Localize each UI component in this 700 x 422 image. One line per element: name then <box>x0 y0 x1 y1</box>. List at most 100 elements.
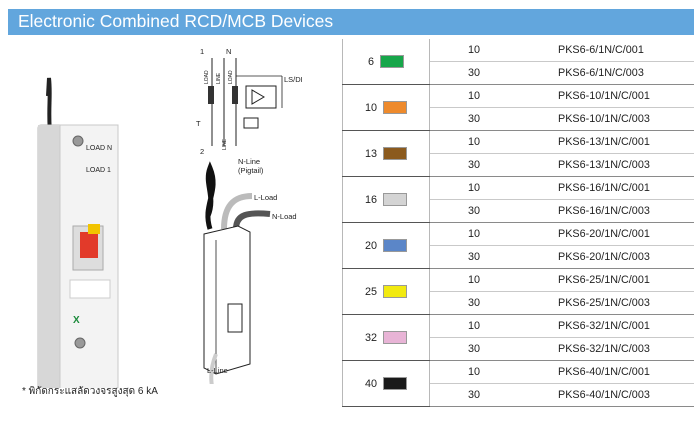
schematic-wire-line: LINE <box>216 72 222 84</box>
product-code-cell: PKS6-40/1N/C/001 <box>518 360 694 384</box>
sensitivity-cell: 30 <box>429 291 518 315</box>
circuit-schematic: 1 N LOAD LINE LOAD LS/DI T 2 LINE <box>196 47 303 156</box>
sensitivity-cell: 10 <box>429 84 518 108</box>
rating-group: 40 <box>343 377 429 390</box>
sensitivity-cell: 10 <box>429 130 518 154</box>
rating-value: 32 <box>364 331 377 344</box>
footnote: * พิกัดกระแสลัดวงจรสูงสุด 6 kA <box>22 386 158 397</box>
rating-value: 25 <box>364 285 377 298</box>
device-photo: LOAD N LOAD 1 X <box>37 77 119 388</box>
color-swatch <box>383 377 407 390</box>
pigtail-coil <box>205 161 216 230</box>
product-code-cell: PKS6-25/1N/C/001 <box>518 268 694 292</box>
trip-coil <box>243 117 259 129</box>
figures-panel: LOAD N LOAD 1 X 1 N LOAD LINE LOAD LS/DI… <box>0 38 340 388</box>
sensitivity-cell: 10 <box>429 39 518 62</box>
rating-value: 13 <box>364 147 377 160</box>
rating-value: 10 <box>364 101 377 114</box>
l-load-wire <box>221 193 253 230</box>
sensitivity-cell: 30 <box>429 245 518 269</box>
sensitivity-cell: 30 <box>429 153 518 177</box>
rating-value: 16 <box>364 193 377 206</box>
product-code-cell: PKS6-20/1N/C/001 <box>518 222 694 246</box>
l-load-label: L-Load <box>254 193 277 202</box>
sensitivity-cell: 30 <box>429 61 518 85</box>
terminal-label-load-1: LOAD 1 <box>86 167 111 174</box>
rating-cell: 13 <box>342 130 430 177</box>
amplifier-symbol <box>251 89 265 105</box>
product-code-cell: PKS6-25/1N/C/003 <box>518 291 694 315</box>
toggle-outline <box>227 303 243 333</box>
sensitivity-cell: 10 <box>429 176 518 200</box>
rating-group: 13 <box>343 147 429 160</box>
rating-group: 10 <box>343 101 429 114</box>
sensitivity-cell: 10 <box>429 314 518 338</box>
schematic-wire-load-1: LOAD <box>204 70 210 84</box>
terminal-screw-bottom <box>74 337 86 349</box>
product-code-cell: PKS6-16/1N/C/003 <box>518 199 694 223</box>
schematic-wire-load-2: LOAD <box>228 70 234 84</box>
sensitivity-cell: 30 <box>429 107 518 131</box>
terminal-label-load-n: LOAD N <box>86 145 112 152</box>
relay-label: LS/DI <box>284 75 303 84</box>
sensitivity-cell: 30 <box>429 337 518 361</box>
product-code-cell: PKS6-40/1N/C/003 <box>518 383 694 407</box>
brand-logo: X <box>73 315 80 326</box>
product-code-cell: PKS6-6/1N/C/003 <box>518 61 694 85</box>
product-code-cell: PKS6-10/1N/C/003 <box>518 107 694 131</box>
schematic-label-n: N <box>226 47 231 56</box>
product-code-cell: PKS6-6/1N/C/001 <box>518 39 694 62</box>
rating-group: 32 <box>343 331 429 344</box>
pigtail-label: (Pigtail) <box>238 166 264 175</box>
n-load-label: N-Load <box>272 212 297 221</box>
device-outline <box>203 225 251 375</box>
rating-value: 6 <box>367 55 374 68</box>
l-line-label-visible: L-Line <box>207 366 228 375</box>
trip-toggle <box>88 224 100 234</box>
color-swatch <box>383 285 407 298</box>
l-line-wire <box>209 353 218 384</box>
red-handle <box>80 232 98 258</box>
core-1 <box>208 86 214 104</box>
rating-group: 6 <box>343 55 429 68</box>
rating-group: 16 <box>343 193 429 206</box>
rating-cell: 6 <box>342 39 430 85</box>
n-line-label: N-Line <box>238 157 260 166</box>
schematic-label-1: 1 <box>200 47 204 56</box>
rating-group: 25 <box>343 285 429 298</box>
sensitivity-cell: 30 <box>429 383 518 407</box>
wiring-drawing: N-Line (Pigtail) L-Load N-Load L-Line <box>203 157 297 384</box>
color-swatch <box>383 193 407 206</box>
rating-group: 20 <box>343 239 429 252</box>
color-swatch <box>383 101 407 114</box>
page-title: Electronic Combined RCD/MCB Devices <box>18 11 334 31</box>
rating-cell: 20 <box>342 222 430 269</box>
schematic-label-line: LINE <box>222 138 228 150</box>
color-swatch <box>383 239 407 252</box>
color-swatch <box>383 147 407 160</box>
rating-cell: 25 <box>342 268 430 315</box>
product-code-cell: PKS6-10/1N/C/001 <box>518 84 694 108</box>
schematic-label-2: 2 <box>200 147 204 156</box>
product-code-cell: PKS6-16/1N/C/001 <box>518 176 694 200</box>
test-label: T <box>196 119 201 128</box>
core-2 <box>232 86 238 104</box>
rating-label <box>69 279 111 299</box>
device-side <box>38 125 60 388</box>
rating-cell: 40 <box>342 360 430 407</box>
